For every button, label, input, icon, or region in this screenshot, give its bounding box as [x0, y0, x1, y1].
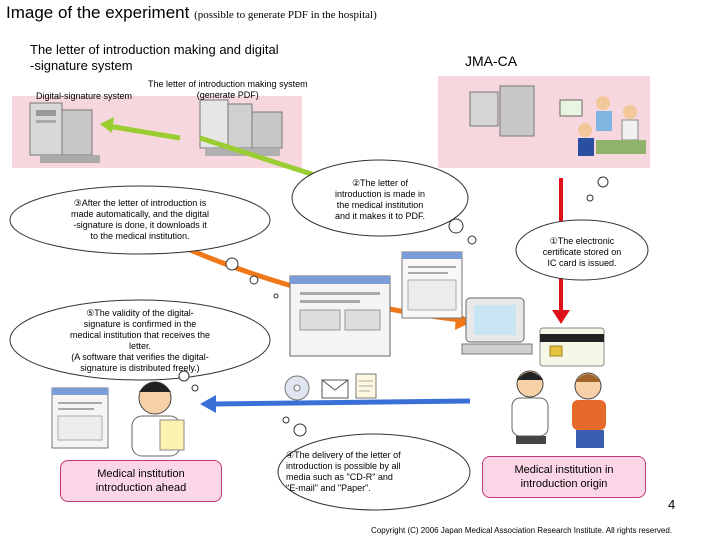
origin-doctor-icon	[511, 370, 549, 444]
ahead-label-line-2: introduction ahead	[95, 482, 187, 494]
delivery-arrow	[211, 398, 471, 407]
step3-text: ③After the letter of introduction is mad…	[40, 198, 240, 242]
step4-line: "E-mail" and "Paper".	[286, 483, 371, 493]
cd-r-icon	[284, 375, 310, 401]
cloud-step1	[515, 219, 649, 281]
step1-text: ①The electronic certificate stored on IC…	[526, 236, 638, 269]
step1-line: IC card is issued.	[547, 258, 617, 268]
cloud-step5	[9, 299, 271, 381]
paper-icon	[355, 373, 377, 399]
step2-line: the medical institution	[336, 200, 424, 210]
step4-line: ④The delivery of the letter of	[286, 450, 401, 460]
step4-text: ④The delivery of the letter of introduct…	[286, 450, 462, 494]
step2-line: introduction is made in	[334, 189, 426, 199]
pdf-letter-image	[289, 275, 391, 357]
step5-line: signature is confirmed in the	[83, 319, 197, 329]
letter-making-label-line-1: The letter of introduction making system	[148, 79, 308, 89]
step1-line: certificate stored on	[542, 247, 622, 257]
receiving-doctor-icon	[131, 381, 185, 457]
diagram-subtitle: The letter of introduction making and di…	[30, 42, 279, 74]
copyright-notice: Copyright (C) 2006 Japan Medical Associa…	[371, 526, 673, 535]
hospital-pc-icon	[461, 297, 533, 355]
step1-line: ①The electronic	[549, 236, 615, 246]
step3-line: made automatically, and the digital	[71, 209, 209, 219]
digital-signature-server-icon	[29, 102, 100, 163]
introduction-origin-box: Medical institution in introduction orig…	[482, 456, 646, 498]
step4-line: media such as "CD-R" and	[286, 472, 393, 482]
step5-line: medical institution that receives the	[69, 330, 211, 340]
letter-making-server-icon	[199, 99, 283, 156]
subtitle-line-1: The letter of introduction making and di…	[30, 42, 279, 57]
arrowhead-left	[100, 117, 114, 133]
step4-line: introduction is possible by all	[286, 461, 401, 471]
verifier-window-image	[401, 251, 463, 319]
step5-line: signature is distributed freely.)	[80, 363, 200, 373]
origin-label-line-1: Medical institution in	[514, 464, 614, 476]
transfer-arrow-right	[199, 135, 331, 183]
ahead-label-line-1: Medical institution	[97, 468, 185, 480]
title-text: Image of the experiment	[6, 3, 190, 22]
step5-line: ⑤The validity of the digital-	[86, 308, 194, 318]
cloud-shapes	[9, 159, 649, 511]
jma-ca-label: JMA-CA	[465, 53, 518, 69]
digital-signature-system-label: Digital-signature system	[36, 91, 133, 101]
step5-line: letter.	[128, 341, 151, 351]
step2-line: and it makes it to PDF.	[334, 211, 426, 221]
subtitle-line-2: -signature system	[30, 58, 133, 73]
delivery-arrowhead	[200, 395, 216, 413]
letter-making-label-line-2: (generate PDF)	[196, 90, 259, 100]
letter-making-system-label: The letter of introduction making system…	[148, 79, 308, 101]
cloud-step4	[277, 433, 471, 511]
step3-line: ③After the letter of introduction is	[73, 198, 207, 208]
page-number: 4	[668, 497, 676, 512]
step3-line: -signature is done, it downloads it	[73, 220, 207, 230]
step5-line: (A software that verifies the digital-	[71, 352, 209, 362]
step2-text: ②The letter of introduction is made in t…	[310, 178, 450, 222]
title-note: (possible to generate PDF in the hospita…	[194, 9, 377, 21]
step5-text: ⑤The validity of the digital- signature …	[40, 308, 240, 374]
step3-line: to the medical institution.	[90, 231, 190, 241]
origin-label-line-2: introduction origin	[520, 478, 608, 490]
cloud-step2	[291, 159, 469, 237]
cloud-trail-bubbles	[178, 176, 609, 437]
step2-line: ②The letter of	[351, 178, 409, 188]
introduction-ahead-box: Medical institution introduction ahead	[60, 460, 222, 502]
transfer-arrow-left	[107, 123, 181, 141]
patient-icon	[572, 372, 606, 448]
verifier-screen-image	[51, 387, 109, 449]
ic-card-icon	[539, 327, 605, 367]
page-title: Image of the experiment (possible to gen…	[6, 3, 377, 23]
issue-arrowhead	[552, 310, 570, 324]
email-icon	[321, 379, 349, 399]
jma-ca-office-icon	[469, 85, 646, 156]
cloud-step3	[9, 185, 271, 255]
